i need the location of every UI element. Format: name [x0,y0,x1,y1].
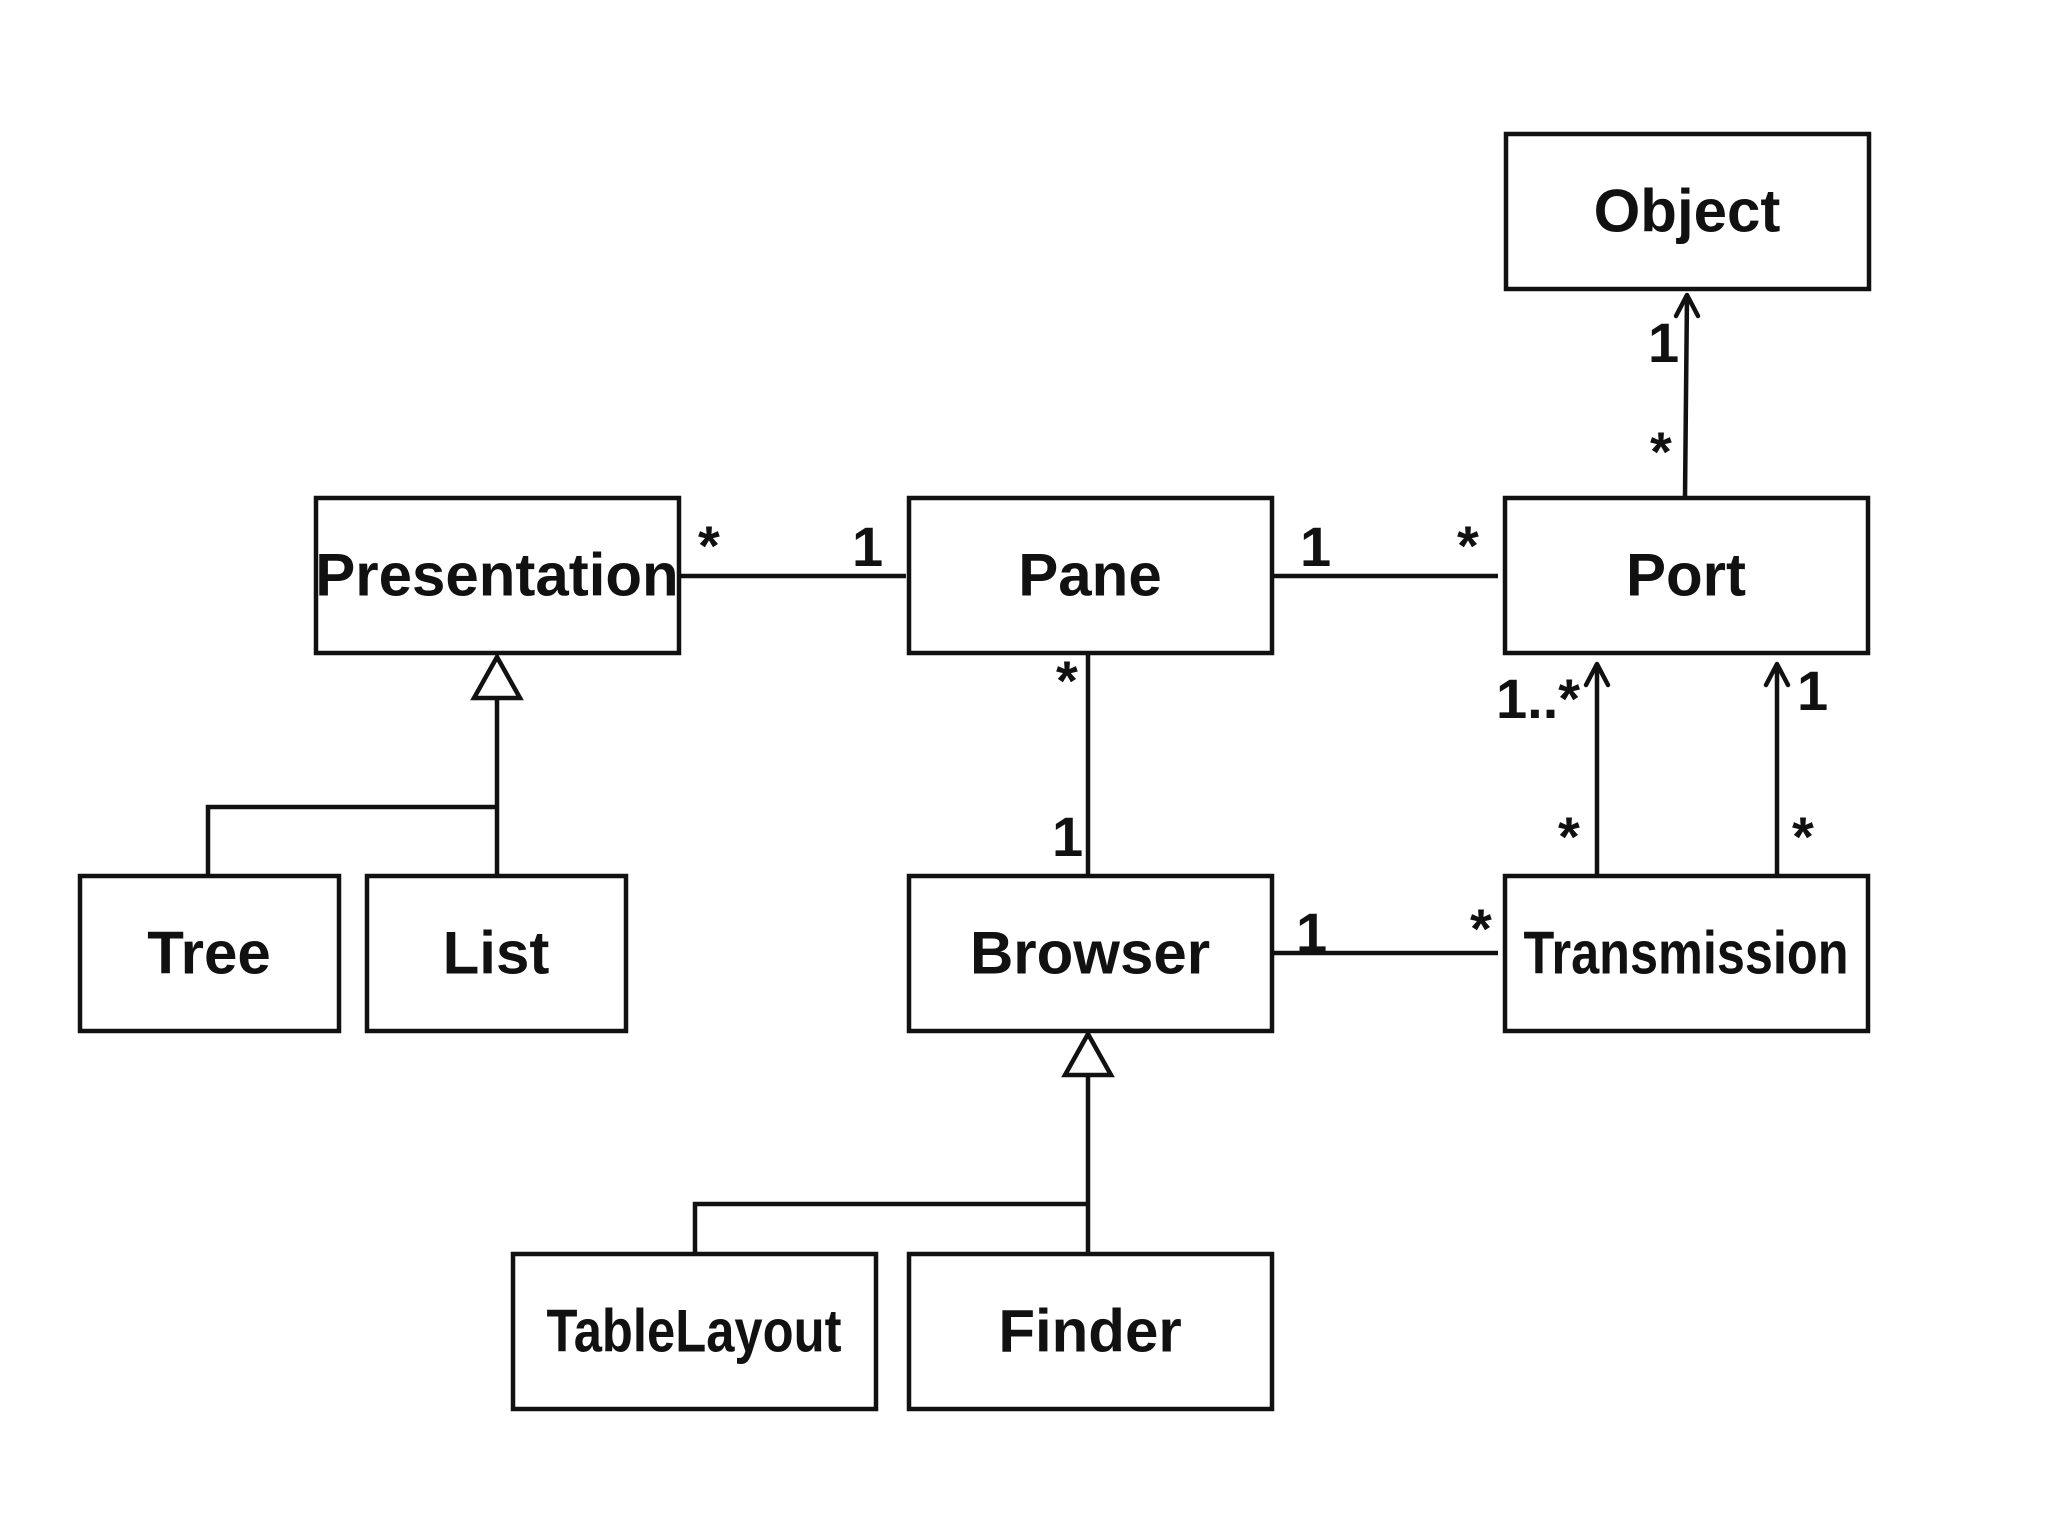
arrow-head-object [1673,292,1701,319]
mult-port-object-near-port: * [1650,420,1672,483]
class-presentation: Presentation [313,495,682,656]
mult-port-object-near-object: 1 [1648,311,1679,374]
class-label-tree: Tree [147,920,270,987]
class-browser: Browser [906,873,1275,1034]
generalization-triangle-presentation [470,652,524,701]
association-port-object [1682,294,1690,498]
generalization-tree-list-presentation [205,804,497,875]
mult-pane-port-near-pane: 1 [1300,515,1331,578]
class-label-finder: Finder [998,1298,1181,1365]
class-label-object: Object [1594,178,1781,245]
class-finder: Finder [906,1251,1275,1412]
mult-pane-port-near-port: * [1457,514,1479,577]
class-label-transmission: Transmission [1524,920,1849,987]
mult-presentation-pane-near-pane: 1 [852,515,883,578]
generalization-tablelayout-finder-browser [692,1201,1088,1253]
mult-pane-browser-near-pane: * [1056,649,1078,712]
class-list: List [364,873,629,1034]
class-label-list: List [443,920,550,987]
class-pane: Pane [906,495,1275,656]
mult-transmission-port-left-near-transmission: * [1558,805,1580,868]
class-object: Object [1503,131,1872,292]
class-table-layout: TableLayout [510,1251,879,1412]
mult-browser-transmission-near-transmission: * [1470,897,1492,960]
class-transmission: Transmission [1502,873,1871,1034]
mult-transmission-port-right-near-transmission: * [1792,805,1814,868]
class-label-browser: Browser [970,920,1210,987]
arrow-head-port-left [1583,661,1611,688]
arrow-head-port-right [1763,661,1791,688]
class-tree: Tree [77,873,342,1034]
class-label-presentation: Presentation [315,542,678,609]
class-label-table-layout: TableLayout [547,1298,842,1365]
mult-presentation-pane-near-presentation: * [698,514,720,577]
mult-transmission-port-right-near-port: 1 [1797,659,1828,722]
mult-transmission-port-left-near-port: 1..* [1496,667,1580,730]
class-label-port: Port [1626,542,1746,609]
mult-pane-browser-near-browser: 1 [1052,805,1083,868]
class-label-pane: Pane [1018,542,1161,609]
generalization-triangle-browser [1061,1029,1115,1078]
mult-browser-transmission-near-browser: 1 [1296,901,1327,964]
class-port: Port [1502,495,1871,656]
